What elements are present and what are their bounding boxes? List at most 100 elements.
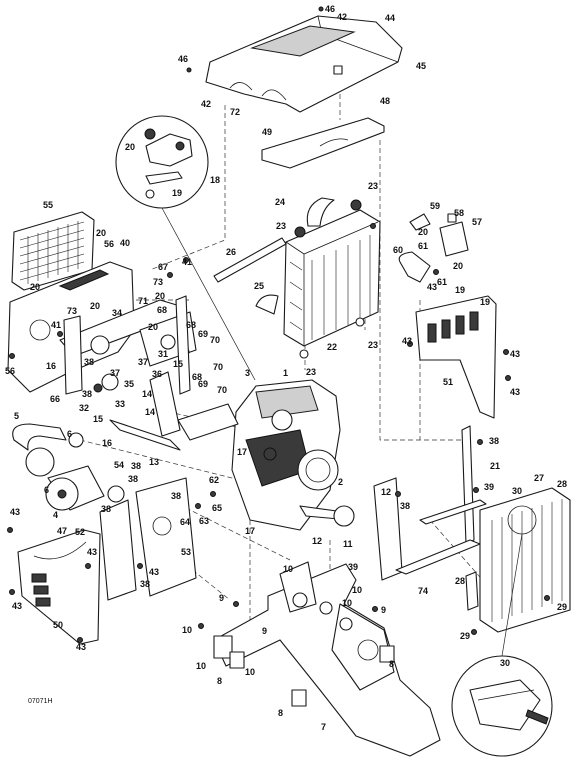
callout-62: 62: [209, 475, 219, 485]
callout-16: 16: [102, 438, 112, 448]
callout-41: 41: [182, 257, 192, 267]
detail-circle-bottom: [451, 533, 553, 757]
callout-17: 17: [237, 447, 247, 457]
callout-41: 41: [51, 320, 61, 330]
overflow-tank: [398, 213, 469, 283]
callout-61: 61: [437, 277, 447, 287]
callout-74: 74: [418, 586, 428, 596]
callout-23: 23: [276, 221, 286, 231]
callout-70: 70: [217, 385, 227, 395]
callout-13: 13: [149, 457, 159, 467]
support-plate: [261, 117, 385, 169]
callout-8: 8: [278, 708, 283, 718]
callout-21: 21: [490, 461, 500, 471]
callout-10: 10: [342, 598, 352, 608]
callout-17: 17: [245, 526, 255, 536]
callout-52: 52: [75, 527, 85, 537]
callout-53: 53: [181, 547, 191, 557]
callout-36: 36: [152, 369, 162, 379]
callout-73: 73: [67, 306, 77, 316]
callout-56: 56: [5, 366, 15, 376]
callout-29: 29: [557, 602, 567, 612]
callout-51: 51: [443, 377, 453, 387]
callout-24: 24: [275, 197, 285, 207]
callout-19: 19: [480, 297, 490, 307]
callout-38: 38: [131, 461, 141, 471]
callout-10: 10: [245, 667, 255, 677]
callout-34: 34: [112, 308, 122, 318]
callout-25: 25: [254, 281, 264, 291]
callout-55: 55: [43, 200, 53, 210]
callout-19: 19: [455, 285, 465, 295]
callout-43: 43: [76, 642, 86, 652]
callout-48: 48: [380, 96, 390, 106]
callout-18: 18: [210, 175, 220, 185]
callout-27: 27: [534, 473, 544, 483]
callout-6: 6: [67, 429, 72, 439]
radiator: [283, 199, 381, 359]
callout-43: 43: [87, 547, 97, 557]
callout-30: 30: [500, 658, 510, 668]
hood-cover: [205, 15, 403, 113]
radiator-hoses: [255, 197, 335, 315]
callout-57: 57: [472, 217, 482, 227]
callout-14: 14: [142, 389, 152, 399]
fasteners: [7, 6, 550, 643]
callout-8: 8: [217, 676, 222, 686]
callout-31: 31: [158, 349, 168, 359]
radiator-bracket: [213, 237, 287, 283]
callout-9: 9: [381, 605, 386, 615]
callout-23: 23: [368, 181, 378, 191]
callout-23: 23: [368, 340, 378, 350]
screen-shroud-left: [7, 211, 135, 393]
callout-4: 4: [53, 510, 58, 520]
callout-71: 71: [138, 296, 148, 306]
callout-67: 67: [158, 262, 168, 272]
callout-70: 70: [213, 362, 223, 372]
callout-20: 20: [418, 227, 428, 237]
callout-68: 68: [192, 372, 202, 382]
callout-38: 38: [400, 501, 410, 511]
callout-11: 11: [343, 539, 353, 549]
callout-9: 9: [219, 593, 224, 603]
air-cleaner: [12, 403, 239, 511]
callout-7: 7: [321, 722, 326, 732]
callout-10: 10: [283, 564, 293, 574]
callout-43: 43: [427, 282, 437, 292]
callout-68: 68: [186, 320, 196, 330]
callout-20: 20: [148, 322, 158, 332]
callout-35: 35: [124, 379, 134, 389]
callout-66: 66: [50, 394, 60, 404]
callout-38: 38: [140, 579, 150, 589]
callout-43: 43: [402, 336, 412, 346]
callout-33: 33: [115, 399, 125, 409]
callout-69: 69: [198, 379, 208, 389]
callout-70: 70: [210, 335, 220, 345]
callout-29: 29: [460, 631, 470, 641]
engine: [231, 379, 355, 531]
callout-38: 38: [171, 491, 181, 501]
callout-15: 15: [173, 359, 183, 369]
callout-20: 20: [96, 228, 106, 238]
drawing-code: 07071H: [28, 698, 53, 705]
callout-42: 42: [201, 99, 211, 109]
callout-10: 10: [196, 661, 206, 671]
callout-61: 61: [418, 241, 428, 251]
callout-9: 9: [262, 626, 267, 636]
callout-54: 54: [114, 460, 124, 470]
engine-frame: [213, 561, 441, 757]
callout-59: 59: [430, 201, 440, 211]
callout-5: 5: [14, 411, 19, 421]
callout-37: 37: [138, 357, 148, 367]
callout-16: 16: [46, 361, 56, 371]
callout-20: 20: [453, 261, 463, 271]
callout-64: 64: [180, 517, 190, 527]
callout-28: 28: [557, 479, 567, 489]
callout-42: 42: [337, 12, 347, 22]
callout-22: 22: [327, 342, 337, 352]
callout-56: 56: [104, 239, 114, 249]
callout-30: 30: [512, 486, 522, 496]
callout-39: 39: [348, 562, 358, 572]
